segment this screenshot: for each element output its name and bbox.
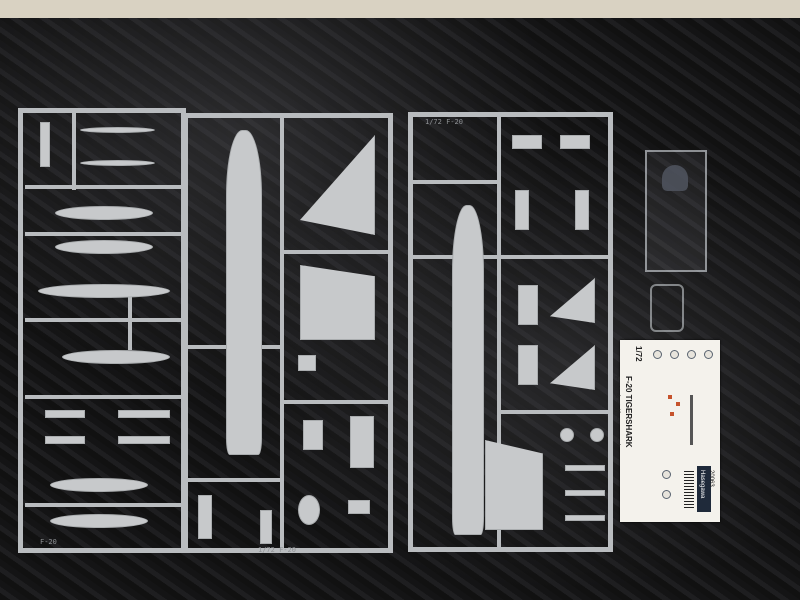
- barcode-decal: [684, 470, 694, 508]
- small-part: [575, 190, 589, 230]
- sprue-middle-bar: [188, 478, 280, 482]
- stripe-decal: [690, 395, 693, 445]
- sprue-left-bar: [25, 232, 183, 236]
- sprue-left-bar: [128, 290, 132, 350]
- ladder-part: [260, 510, 272, 544]
- drop-tank-part: [62, 350, 170, 364]
- sprue-left-tag: F-20: [40, 538, 57, 546]
- wheel-part: [560, 428, 574, 442]
- sprue-middle: [183, 113, 393, 553]
- pylon-part: [45, 410, 85, 418]
- red-marking-decal: [668, 395, 672, 399]
- seat-part: [303, 420, 323, 450]
- small-part: [560, 135, 590, 149]
- sprue-right-tag: 1/72 F-20: [425, 118, 463, 126]
- roundel-decal: [662, 490, 671, 499]
- drop-tank-part: [55, 240, 153, 254]
- drop-tank-part: [55, 206, 153, 220]
- decal-brand: Hasegawa: [699, 470, 705, 499]
- decal-scale-label: 1/72: [634, 346, 643, 362]
- sprue-right-bar: [412, 180, 497, 184]
- wheel-part: [590, 428, 604, 442]
- brand-logo-box: [697, 466, 711, 512]
- sprue-left-bar: [72, 112, 76, 190]
- sprue-right-bar: [501, 410, 609, 414]
- sprue-middle-tag: 1/72 F-20: [258, 546, 296, 554]
- wing-part: [485, 440, 543, 530]
- missile-part: [80, 160, 155, 166]
- exhaust-part: [298, 495, 320, 525]
- sprue-middle-bar: [280, 117, 284, 549]
- pylon-part: [118, 410, 170, 418]
- landing-gear-part: [565, 490, 605, 496]
- sprue-middle-bar: [284, 250, 389, 254]
- small-part: [512, 135, 542, 149]
- roundel-decal: [662, 470, 671, 479]
- red-marking-decal: [670, 412, 674, 416]
- roundel-decal: [653, 350, 662, 359]
- decal-code: 20063: [708, 470, 714, 487]
- roundel-decal: [670, 350, 679, 359]
- decal-title: F-20 TIGERSHARK: [624, 376, 633, 448]
- wing-part: [300, 265, 375, 340]
- roundel-decal: [687, 350, 696, 359]
- small-part: [515, 190, 529, 230]
- intake-part: [518, 345, 538, 385]
- intake-part: [518, 285, 538, 325]
- canopy-part: [662, 165, 688, 191]
- background-wall: [0, 0, 800, 22]
- instrument-panel-part: [350, 416, 374, 468]
- pylon-part: [118, 436, 170, 444]
- sprue-right-bar: [412, 255, 609, 259]
- landing-gear-part: [565, 515, 605, 521]
- missile-part: [80, 127, 155, 133]
- fuselage-half-part: [452, 205, 484, 535]
- sprue-left-bar: [25, 395, 183, 399]
- sprue-left-bar: [25, 185, 183, 189]
- sprue-left-bar: [25, 503, 183, 507]
- roundel-decal: [704, 350, 713, 359]
- drop-tank-part: [50, 478, 148, 492]
- small-part: [40, 122, 50, 167]
- sprue-right-bar: [497, 116, 501, 548]
- pylon-part: [45, 436, 85, 444]
- fuselage-half-part: [226, 130, 262, 455]
- small-part: [348, 500, 370, 514]
- drop-tank-part: [38, 284, 170, 298]
- sprue-middle-bar: [284, 400, 389, 404]
- landing-gear-part: [565, 465, 605, 471]
- sprue-left-bar: [25, 318, 183, 322]
- ladder-part: [198, 495, 212, 539]
- clear-windscreen-part: [650, 284, 684, 332]
- sprue-right: [408, 112, 613, 552]
- drop-tank-part: [50, 514, 148, 528]
- red-marking-decal: [676, 402, 680, 406]
- small-part: [298, 355, 316, 371]
- decal-subtitle: F-20 タイガーシャーク: [613, 376, 620, 449]
